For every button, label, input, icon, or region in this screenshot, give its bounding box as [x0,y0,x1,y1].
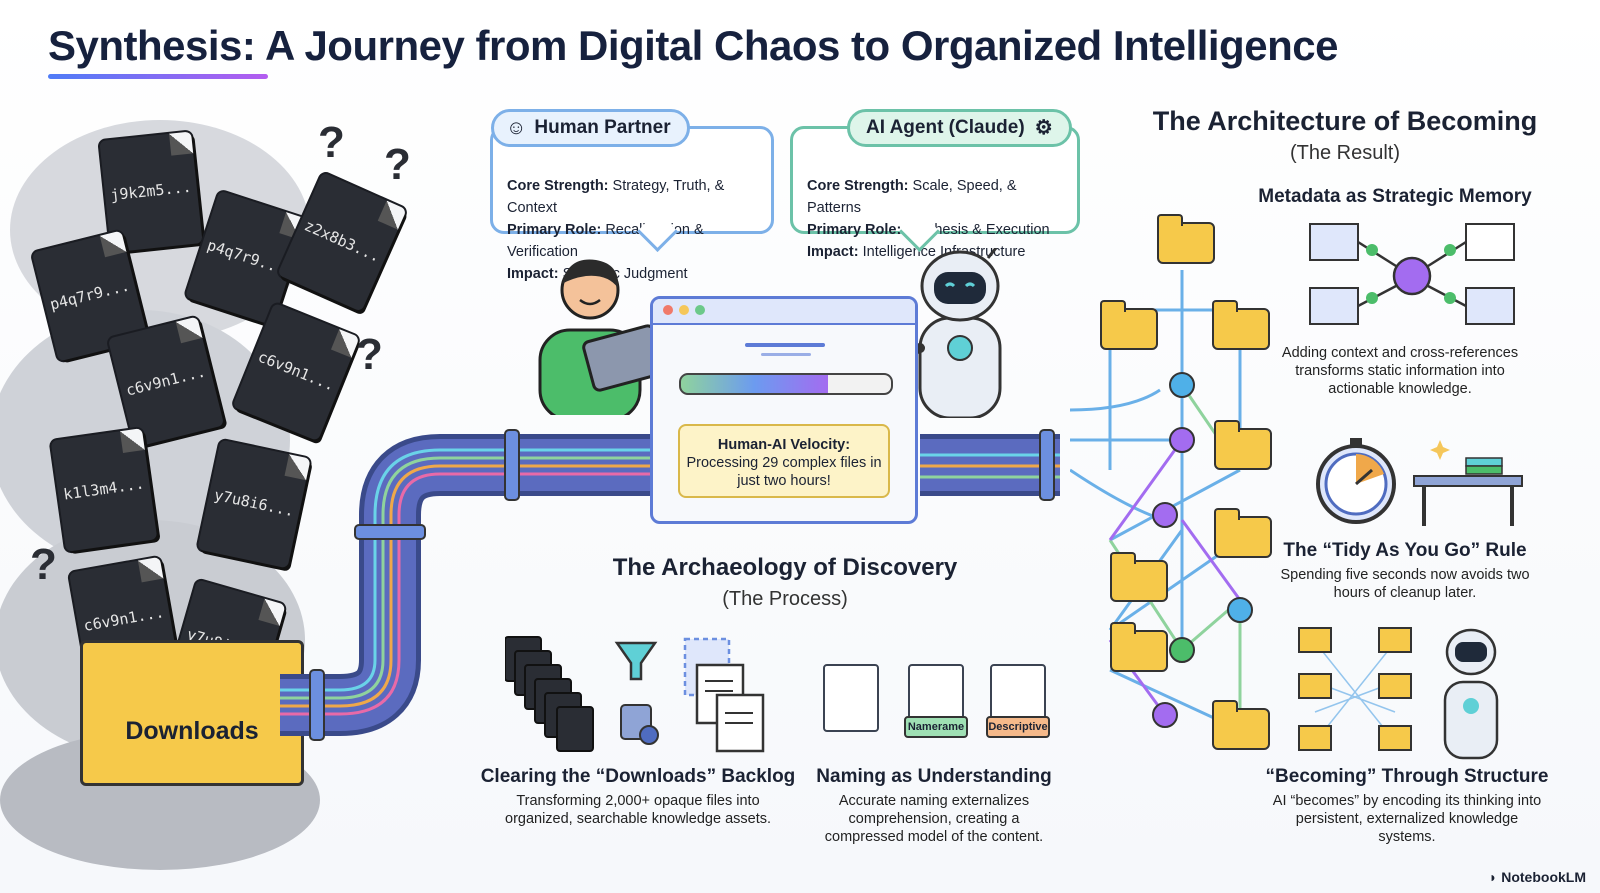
naming-text: Accurate naming externalizes comprehensi… [824,793,1044,845]
human-figure [538,259,666,415]
question-mark-icon: ? [30,540,57,589]
metadata-icon [1309,223,1515,325]
question-mark-icon: ? [384,140,411,189]
tag-descriptive: Descriptive [986,716,1050,738]
ai-line: Core Strength: Scale, Speed, & Patterns [807,178,1017,216]
human-head-icon: ☺ [506,117,527,139]
question-mark-icon: ? [318,118,345,167]
tag-name: Namerame [904,716,968,738]
folder-icon [1099,300,1158,350]
window-text-line [745,343,825,347]
folder-icon [1213,508,1272,558]
becoming-text: AI “becomes” by encoding its thinking in… [1272,793,1542,845]
opaque-file-name: j9k2m5... [109,177,193,205]
folder-icon [1109,552,1168,602]
downloads-folder-label: Downloads [125,717,259,745]
ai-agent-pill: AI Agent (Claude) ⚙ [847,109,1072,147]
opaque-file-name: k1l3m4... [62,474,146,504]
backlog-title: Clearing the “Downloads” Backlog [480,766,796,787]
becoming-title: “Becoming” Through Structure [1265,766,1549,787]
process-subheading: (The Process) [722,588,848,610]
metadata-title: Metadata as Strategic Memory [1258,186,1532,207]
opaque-file-icon: k1l3m4... [50,428,158,552]
window-dot-icon [663,305,673,315]
notebooklm-badge: ◗ NotebookLM [1488,869,1586,885]
folder-network [1070,270,1253,732]
backlog-icons [505,636,765,753]
window-text-line [761,353,811,356]
brain-icon: ⚙ [1034,117,1053,139]
tidy-title: The “Tidy As You Go” Rule [1283,540,1527,561]
opaque-file-name: z2x8b3... [301,216,384,266]
data-pipe [280,429,1060,741]
document-tag-icon: Namerame [904,664,968,738]
ai-line: Impact: Intelligence Infrastructure [807,244,1026,260]
becoming-icons [1298,627,1499,760]
window-dot-icon [679,305,689,315]
velocity-callout: Human-AI Velocity: Processing 29 complex… [678,424,890,498]
result-subheading: (The Result) [1289,142,1401,164]
tidy-icons [1316,438,1523,526]
human-partner-card: ☺ Human Partner Core Strength: Strategy,… [490,109,774,282]
opaque-file-icon: c6v9n1... [107,316,225,448]
progress-bar [679,373,893,395]
opaque-file-icon: z2x8b3... [277,172,407,312]
window-dot-icon [695,305,705,315]
human-line: Core Strength: Strategy, Truth, & Contex… [507,178,725,216]
human-partner-pill: ☺ Human Partner [491,109,690,147]
velocity-text: Processing 29 complex files in just two … [686,455,882,489]
tidy-text: Spending five seconds now avoids two hou… [1280,567,1530,601]
document-tag-icon: Descriptive [986,664,1050,738]
metadata-text: Adding context and cross-references tran… [1281,345,1519,397]
title-underline [48,74,268,79]
notebooklm-logo-icon: ◗ [1488,869,1502,885]
opaque-file-name: c6v9n1... [82,603,166,635]
ai-agent-card: AI Agent (Claude) ⚙ Core Strength: Scale… [790,109,1080,260]
folder-icon [1211,300,1270,350]
result-heading: The Architecture of Becoming [1152,106,1538,136]
folder-icon [1109,622,1168,672]
opaque-file-name: c6v9n1... [124,362,208,400]
folder-icon [1211,700,1270,750]
human-partner-name: Human Partner [534,117,671,138]
backlog-text: Transforming 2,000+ opaque files into or… [505,793,771,827]
question-mark-icon: ? [356,330,383,379]
velocity-heading: Human-AI Velocity: [717,437,851,453]
naming-title: Naming as Understanding [816,766,1052,787]
folder-icon [1156,214,1215,264]
document-icon [823,664,879,732]
opaque-file-name: c6v9n1... [255,347,338,395]
process-heading: The Archaeology of Discovery [612,554,958,581]
ai-agent-name: AI Agent (Claude) [866,117,1025,138]
page-title: Synthesis: A Journey from Digital Chaos … [48,22,1338,69]
downloads-folder: Downloads [80,640,304,786]
opaque-file-name: p4q7r9... [48,276,132,314]
ai-line: Primary Role: Synthesis & Execution [807,222,1050,238]
folder-icon [1213,420,1272,470]
